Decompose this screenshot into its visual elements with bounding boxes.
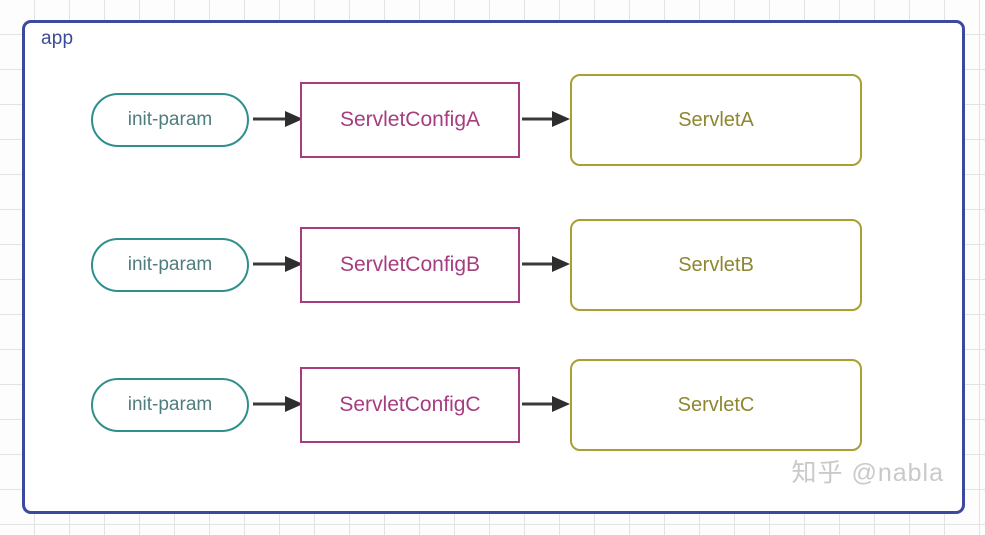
node-label: ServletA (678, 108, 754, 131)
node-init-param-b[interactable]: init-param (91, 238, 249, 292)
node-servlet-a[interactable]: ServletA (570, 74, 862, 166)
arrow-init-param-b-to-configb (253, 256, 303, 272)
node-servlet-c[interactable]: ServletC (570, 359, 862, 451)
arrow-configb-to-servletb (522, 256, 570, 272)
node-servlet-b[interactable]: ServletB (570, 219, 862, 311)
arrow-configc-to-servletc (522, 396, 570, 412)
node-label: ServletConfigB (339, 253, 481, 276)
node-servlet-config-c[interactable]: ServletConfigC (300, 367, 520, 443)
node-init-param-a[interactable]: init-param (91, 93, 249, 147)
arrow-init-param-a-to-configa (253, 111, 303, 127)
node-label: init-param (127, 254, 213, 275)
node-label: ServletConfigA (339, 108, 481, 131)
node-label: ServletB (678, 253, 754, 276)
node-label: ServletC (677, 393, 755, 416)
watermark: 知乎 @nabla (791, 459, 944, 487)
arrow-configa-to-servleta (522, 111, 570, 127)
app-container-label: app (41, 28, 74, 49)
node-servlet-config-a[interactable]: ServletConfigA (300, 82, 520, 158)
app-container: app init-param ServletConfigA ServletA i… (22, 20, 965, 514)
arrow-init-param-c-to-configc (253, 396, 303, 412)
node-label: ServletConfigC (339, 393, 481, 416)
node-servlet-config-b[interactable]: ServletConfigB (300, 227, 520, 303)
node-label: init-param (127, 394, 213, 415)
node-init-param-c[interactable]: init-param (91, 378, 249, 432)
node-label: init-param (127, 109, 213, 130)
